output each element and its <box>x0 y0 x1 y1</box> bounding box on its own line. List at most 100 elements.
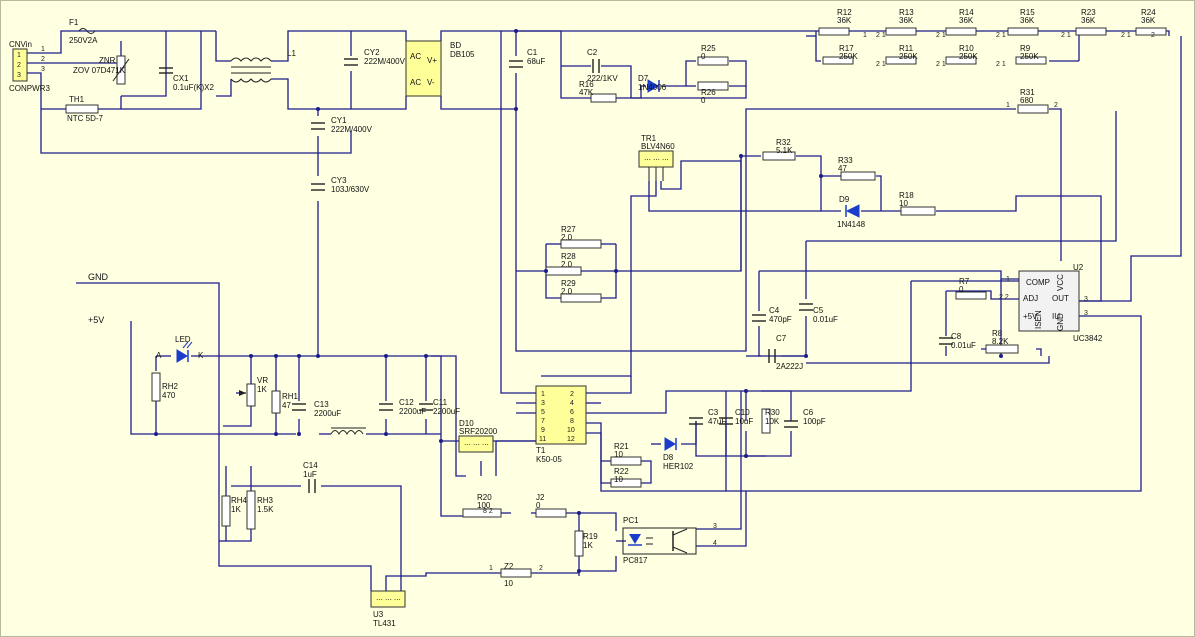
resistor-r16: R16 47K <box>579 80 617 103</box>
c4-ref: C4 <box>769 306 780 315</box>
led-triangle <box>176 349 188 363</box>
vr-value: 1K <box>257 385 267 394</box>
diode-d8: D8 HER102 <box>663 437 694 471</box>
optocoupler-pc1: PC1 PC817 <box>622 516 697 565</box>
d8-ref: D8 <box>663 453 674 462</box>
r7-body <box>955 291 987 300</box>
svg-text:2 1: 2 1 <box>936 61 946 68</box>
r20-ref: R20 <box>477 493 492 502</box>
tr1-pins: ⋯ ⋯ ⋯ <box>644 157 669 164</box>
top-res-1-ref: R13 <box>899 8 914 17</box>
svg-text:11: 11 <box>539 436 546 443</box>
rh4-ref: RH4 <box>231 496 248 505</box>
resistor-r21: R21 10 <box>610 442 642 466</box>
rh2-body <box>151 372 161 402</box>
fuse-ref: F1 <box>69 18 79 27</box>
l1-ref: L1 <box>287 49 296 58</box>
resistor-rh3: RH3 1.5K <box>246 490 274 530</box>
r21-ref: R21 <box>614 442 629 451</box>
vr-wiper-icon <box>239 390 246 396</box>
choke-l1: L1 <box>230 49 296 83</box>
r16-value: 47K <box>579 88 594 97</box>
svg-text:2: 2 <box>570 391 574 398</box>
resistor-r22: R22 10 <box>610 467 642 488</box>
bridge-ref: BD <box>450 41 461 50</box>
r31-ref: R31 <box>1020 88 1035 97</box>
resistor-r28: R28 2.0 <box>545 252 582 276</box>
svg-text:1: 1 <box>863 32 867 39</box>
bridge-value: DB105 <box>450 50 475 59</box>
l1-winding-top <box>230 57 272 62</box>
r22-ref: R22 <box>614 467 629 476</box>
c8-value: 0.01uF <box>951 341 976 350</box>
cy2-ref: CY2 <box>364 48 380 57</box>
diode-d9: D9 1N4148 <box>837 195 866 229</box>
svg-text:1: 1 <box>541 391 545 398</box>
connector-part: CONPWR3 <box>9 84 50 93</box>
resistor-r32: R32 5.1K <box>762 138 796 161</box>
vr-body <box>246 383 256 407</box>
j2-value: 0 <box>536 501 541 510</box>
r19-body <box>574 530 584 557</box>
l1-winding-bottom <box>230 78 272 83</box>
c13-value: 2200uF <box>314 409 341 418</box>
cy1-value: 222M/400V <box>331 125 373 134</box>
bridge-body <box>405 40 442 97</box>
d10-ref: D10 <box>459 419 474 428</box>
c6-ref: C6 <box>803 408 814 417</box>
resistor-r18: R18 10 <box>899 191 936 216</box>
resistor-r26: R26 0 <box>697 81 729 105</box>
capacitor-c1: C1 68uF <box>509 48 545 68</box>
r30-ref: R30 <box>765 408 780 417</box>
r29-value: 2.0 <box>561 287 573 296</box>
potentiometer-vr: VR 1K <box>239 376 268 407</box>
second-resistor-string: R17 250K R11 250K R10 250K R9 250K <box>822 44 1047 65</box>
r32-body <box>762 151 796 161</box>
r18-body <box>900 206 936 216</box>
resistor-r27: R27 2.0 <box>560 225 602 249</box>
r25-body <box>697 56 729 66</box>
d9-triangle <box>845 204 860 218</box>
resistor-rh4: RH4 1K <box>221 495 248 527</box>
u2-pin-5v: +5V <box>1023 312 1038 321</box>
u3-pins: ⋯ ⋯ ⋯ <box>376 597 401 604</box>
resistor-r7: R7 0 <box>955 277 987 300</box>
cy3-ref: CY3 <box>331 176 347 185</box>
r30-body <box>761 408 771 434</box>
rh2-ref: RH2 <box>162 382 179 391</box>
r26-ref: R26 <box>701 88 716 97</box>
c11-value: 2200uF <box>433 407 460 416</box>
second-res-0-ref: R17 <box>839 44 854 53</box>
capacitor-c6: C6 100pF <box>784 408 826 428</box>
rh1-value: 47 <box>282 401 291 410</box>
capacitor-c2: C2 222/1KV <box>587 48 618 83</box>
r16-ref: R16 <box>579 80 594 89</box>
top-res-0-value: 36K <box>837 16 852 25</box>
top-res-2-value: 36K <box>959 16 974 25</box>
c13-ref: C13 <box>314 400 329 409</box>
svg-text:2 1: 2 1 <box>876 61 886 68</box>
d8-value: HER102 <box>663 462 694 471</box>
z2-value: 10 <box>504 579 513 588</box>
second-res-1 <box>885 56 917 65</box>
u2-pin-adj: ADJ <box>1023 294 1038 303</box>
r27-value: 2.0 <box>561 233 573 242</box>
svg-text:7: 7 <box>541 418 545 425</box>
capacitor-cy2: CY2 222M/400V <box>344 48 406 66</box>
z2-ref: Z2 <box>504 562 514 571</box>
thermistor-th1: TH1 NTC 5D-7 <box>65 95 104 123</box>
resistor-rh2: RH2 470 <box>151 372 179 402</box>
c4-value: 470pF <box>769 315 792 324</box>
junction-dots <box>154 29 1003 573</box>
svg-text:2 2: 2 2 <box>999 294 1009 301</box>
second-res-3-ref: R9 <box>1020 44 1031 53</box>
svg-text:2: 2 <box>41 56 45 63</box>
diode-d10: ⋯ ⋯ ⋯ D10 SRF20200 <box>458 419 498 453</box>
cx1-value: 0.1uF(K)X2 <box>173 83 214 92</box>
svg-text:4: 4 <box>713 540 717 547</box>
u2-pin-iu: IU <box>1052 312 1060 321</box>
svg-text:1: 1 <box>489 565 493 572</box>
capacitor-c11: C11 2200uF <box>419 398 460 416</box>
rh3-body <box>246 490 256 530</box>
